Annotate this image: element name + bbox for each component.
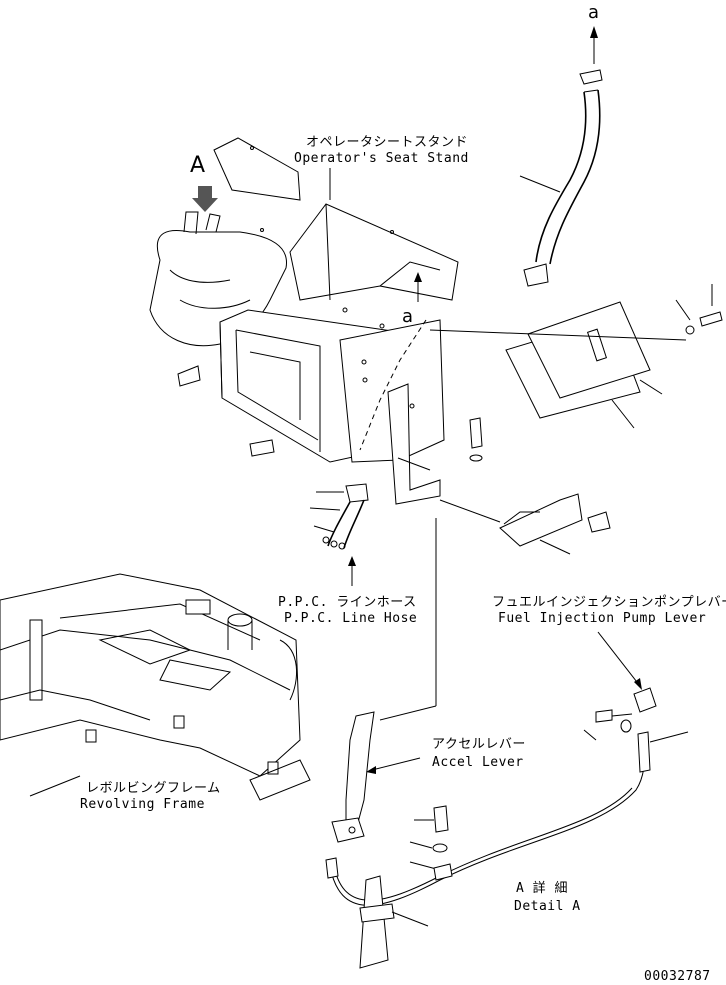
svg-text:A: A [190,153,205,178]
arrow-a-top-label: a [588,2,599,23]
fuel-lever-label-jp: フュエルインジェクションポンプレバー [492,595,726,610]
arrow-a-mid: a [402,272,422,327]
drawing-number: 00032787 [644,969,711,984]
detail-a-label-en: Detail A [514,899,581,914]
arrow-a-mid-label: a [402,306,413,327]
upper-hose [519,69,603,287]
bolt-washer-mid [469,417,483,462]
detail-a-label-jp: A 詳 細 [516,880,568,896]
revolving-frame [0,573,311,801]
frame-label-en: Revolving Frame [80,797,205,812]
ppc-hose-label-jp: P.P.C. ラインホース [278,595,417,610]
ppc-hose [309,483,369,586]
bolt-washer-right [429,284,723,341]
accel-lever-label-en: Accel Lever [432,755,524,770]
seat-stand-label-en: Operator's Seat Stand [294,151,469,166]
arrow-a-top: a [588,2,599,64]
fuel-lever-label-en: Fuel Injection Pump Lever [498,611,706,626]
ppc-hose-label-en: P.P.C. Line Hose [284,611,417,626]
seat-stand [149,137,459,505]
detail-a-marker: A [190,153,218,212]
seat-stand-label-jp: オペレータシートスタンド [306,135,468,150]
accel-lever-label-jp: アクセルレバー [432,737,526,752]
accel-lever-assembly [325,687,689,969]
frame-label-jp: レボルビングフレーム [86,781,221,796]
cover-plate [505,301,663,429]
mount-bracket [439,493,611,555]
